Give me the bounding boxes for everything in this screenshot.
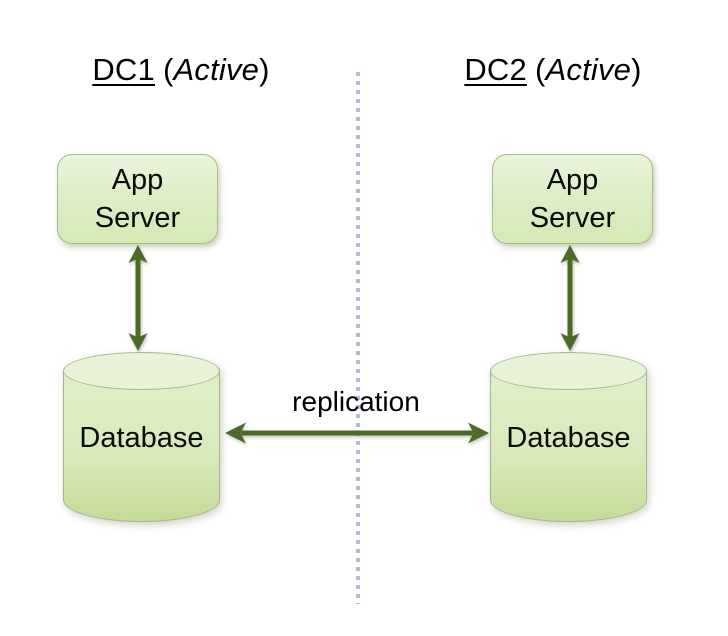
arrow-head-up <box>128 245 148 263</box>
dc2-app-db-bidirectional-arrow-icon <box>560 245 580 351</box>
dc2-database-label: Database <box>506 422 631 454</box>
dc1-database-label: Database <box>79 422 204 454</box>
dc2-name: DC2 <box>464 52 527 87</box>
open-paren: ( <box>534 52 546 87</box>
cylinder-top-ellipse <box>63 352 220 390</box>
dc1-app-server-node: App Server <box>57 154 218 244</box>
close-paren: ) <box>259 52 270 87</box>
dc2-app-server-label: App Server <box>529 163 616 234</box>
cylinder-body <box>490 371 647 522</box>
dc1-status: Active <box>173 52 260 87</box>
close-paren: ) <box>631 52 642 87</box>
dc2-status: Active <box>545 52 632 87</box>
replication-bidirectional-arrow-icon <box>225 422 489 444</box>
dc1-title: DC1(Active) <box>57 52 305 88</box>
cylinder-top-ellipse <box>490 352 647 390</box>
dc2-database-node: Database <box>490 352 647 522</box>
datacenter-divider-dotted-line <box>356 72 360 604</box>
dc1-name: DC1 <box>92 52 155 87</box>
dc2-title: DC2(Active) <box>429 52 677 88</box>
arrow-head-down <box>560 333 580 351</box>
dc1-app-server-label: App Server <box>94 163 181 234</box>
cylinder-body <box>63 371 220 522</box>
arrow-head-down <box>128 333 148 351</box>
dc1-app-db-bidirectional-arrow-icon <box>128 245 148 351</box>
dc2-app-server-node: App Server <box>492 154 653 244</box>
arrow-head-left <box>225 422 246 444</box>
arrow-head-up <box>560 245 580 263</box>
dc1-database-node: Database <box>63 352 220 522</box>
replication-label: replication <box>292 386 420 417</box>
arrow-head-right <box>468 422 489 444</box>
open-paren: ( <box>162 52 174 87</box>
